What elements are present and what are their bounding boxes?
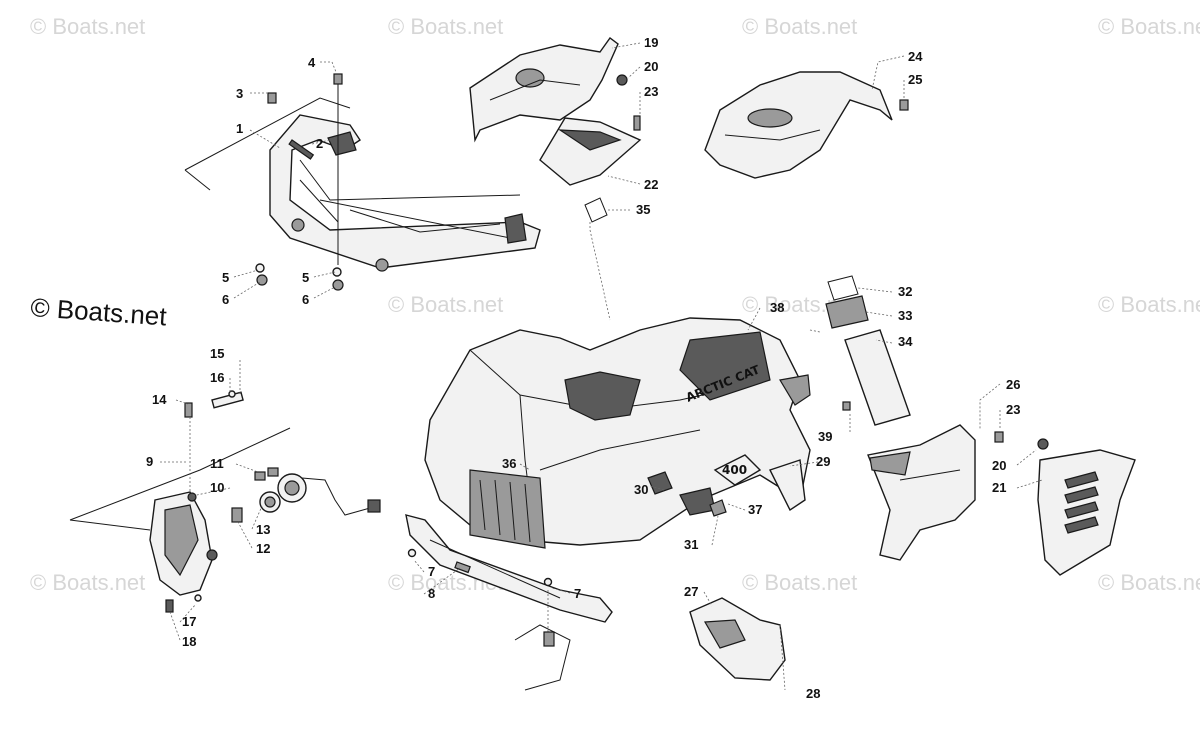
decals: [584, 197, 911, 426]
callout-18: 18: [182, 634, 196, 649]
watermark: © Boats.net: [1098, 292, 1200, 317]
callout-30: 30: [634, 482, 648, 497]
watermark: © Boats.net: [742, 14, 857, 39]
nut-icon: [256, 274, 268, 286]
callout-6: 6: [302, 292, 309, 307]
callout-25: 25: [908, 72, 922, 87]
callout-14: 14: [152, 392, 167, 407]
callout-13: 13: [256, 522, 270, 537]
watermark: © Boats.net: [388, 292, 503, 317]
headlight-bulb-harness: [231, 467, 381, 523]
callout-26: 26: [1006, 377, 1020, 392]
callout-11: 11: [210, 456, 224, 471]
screw-icon: [633, 115, 641, 131]
callout-12: 12: [256, 541, 270, 556]
fastener-icon: [842, 401, 851, 411]
callout-38: 38: [770, 300, 784, 315]
callout-35: 35: [636, 202, 650, 217]
callout-4: 4: [308, 55, 316, 70]
callout-33: 33: [898, 308, 912, 323]
callout-20: 20: [992, 458, 1006, 473]
watermark: © Boats.net: [1098, 570, 1200, 595]
callout-16: 16: [210, 370, 224, 385]
front-bumper: [405, 514, 613, 691]
callout-19: 19: [644, 35, 658, 50]
screw-icon: [543, 577, 553, 587]
callout-5: 5: [302, 270, 309, 285]
callout-7: 7: [428, 564, 435, 579]
bracket-icon: [184, 402, 193, 418]
front-body: ARCTIC CAT 400: [424, 317, 851, 549]
callout-31: 31: [684, 537, 698, 552]
callout-8: 8: [428, 586, 435, 601]
washer-icon: [255, 263, 265, 273]
callout-6: 6: [222, 292, 229, 307]
nut-icon: [1037, 438, 1049, 450]
callout-22: 22: [644, 177, 658, 192]
watermark: © Boats.net: [742, 570, 857, 595]
rack-fasteners: [255, 73, 344, 291]
callout-7: 7: [574, 586, 581, 601]
screw-icon: [407, 548, 417, 558]
rack-bracket-icon: [327, 131, 357, 156]
nut-icon: [616, 74, 628, 86]
fastener-icon: [899, 99, 909, 111]
callout-21: 21: [992, 480, 1006, 495]
watermark: © Boats.net: [388, 14, 503, 39]
headlight-assembly: [69, 390, 291, 613]
washer-icon: [332, 267, 342, 277]
model-decal-text: 400: [722, 463, 747, 477]
dash-panel: [469, 37, 641, 143]
callout-10: 10: [210, 480, 224, 495]
emblem-icon: [647, 471, 673, 495]
skid-cover: [689, 597, 786, 691]
callout-20: 20: [644, 59, 658, 74]
side-panel-lower: [867, 424, 1004, 561]
nut-icon: [332, 279, 344, 291]
callout-1: 1: [236, 121, 243, 136]
callout-labels: 1 2 3 4 5 6 5 6 7 7 8 9 10 11 12 13 14 1…: [146, 35, 1020, 701]
callout-23: 23: [644, 84, 658, 99]
callout-39: 39: [818, 429, 832, 444]
callout-3: 3: [236, 86, 243, 101]
fastener-icon: [994, 431, 1004, 443]
watermark: © Boats.net: [1098, 14, 1200, 39]
bolt-icon: [267, 92, 277, 104]
grille-panel: [1037, 438, 1136, 576]
watermark: © Boats.net: [30, 570, 145, 595]
callout-15: 15: [210, 346, 224, 361]
bolt-icon: [333, 73, 343, 85]
callout-2: 2: [316, 136, 323, 151]
callout-32: 32: [898, 284, 912, 299]
callout-5: 5: [222, 270, 229, 285]
watermark-main: © Boats.net: [30, 292, 169, 331]
callout-28: 28: [806, 686, 820, 701]
callout-27: 27: [684, 584, 698, 599]
callout-17: 17: [182, 614, 196, 629]
callout-9: 9: [146, 454, 153, 469]
callout-37: 37: [748, 502, 762, 517]
callout-34: 34: [898, 334, 913, 349]
visor: [539, 117, 642, 186]
side-panel-upper: [704, 71, 909, 179]
watermark: © Boats.net: [30, 14, 145, 39]
callout-36: 36: [502, 456, 516, 471]
callout-29: 29: [816, 454, 830, 469]
callout-23: 23: [1006, 402, 1020, 417]
callout-24: 24: [908, 49, 923, 64]
leader-lines: [160, 42, 1043, 641]
